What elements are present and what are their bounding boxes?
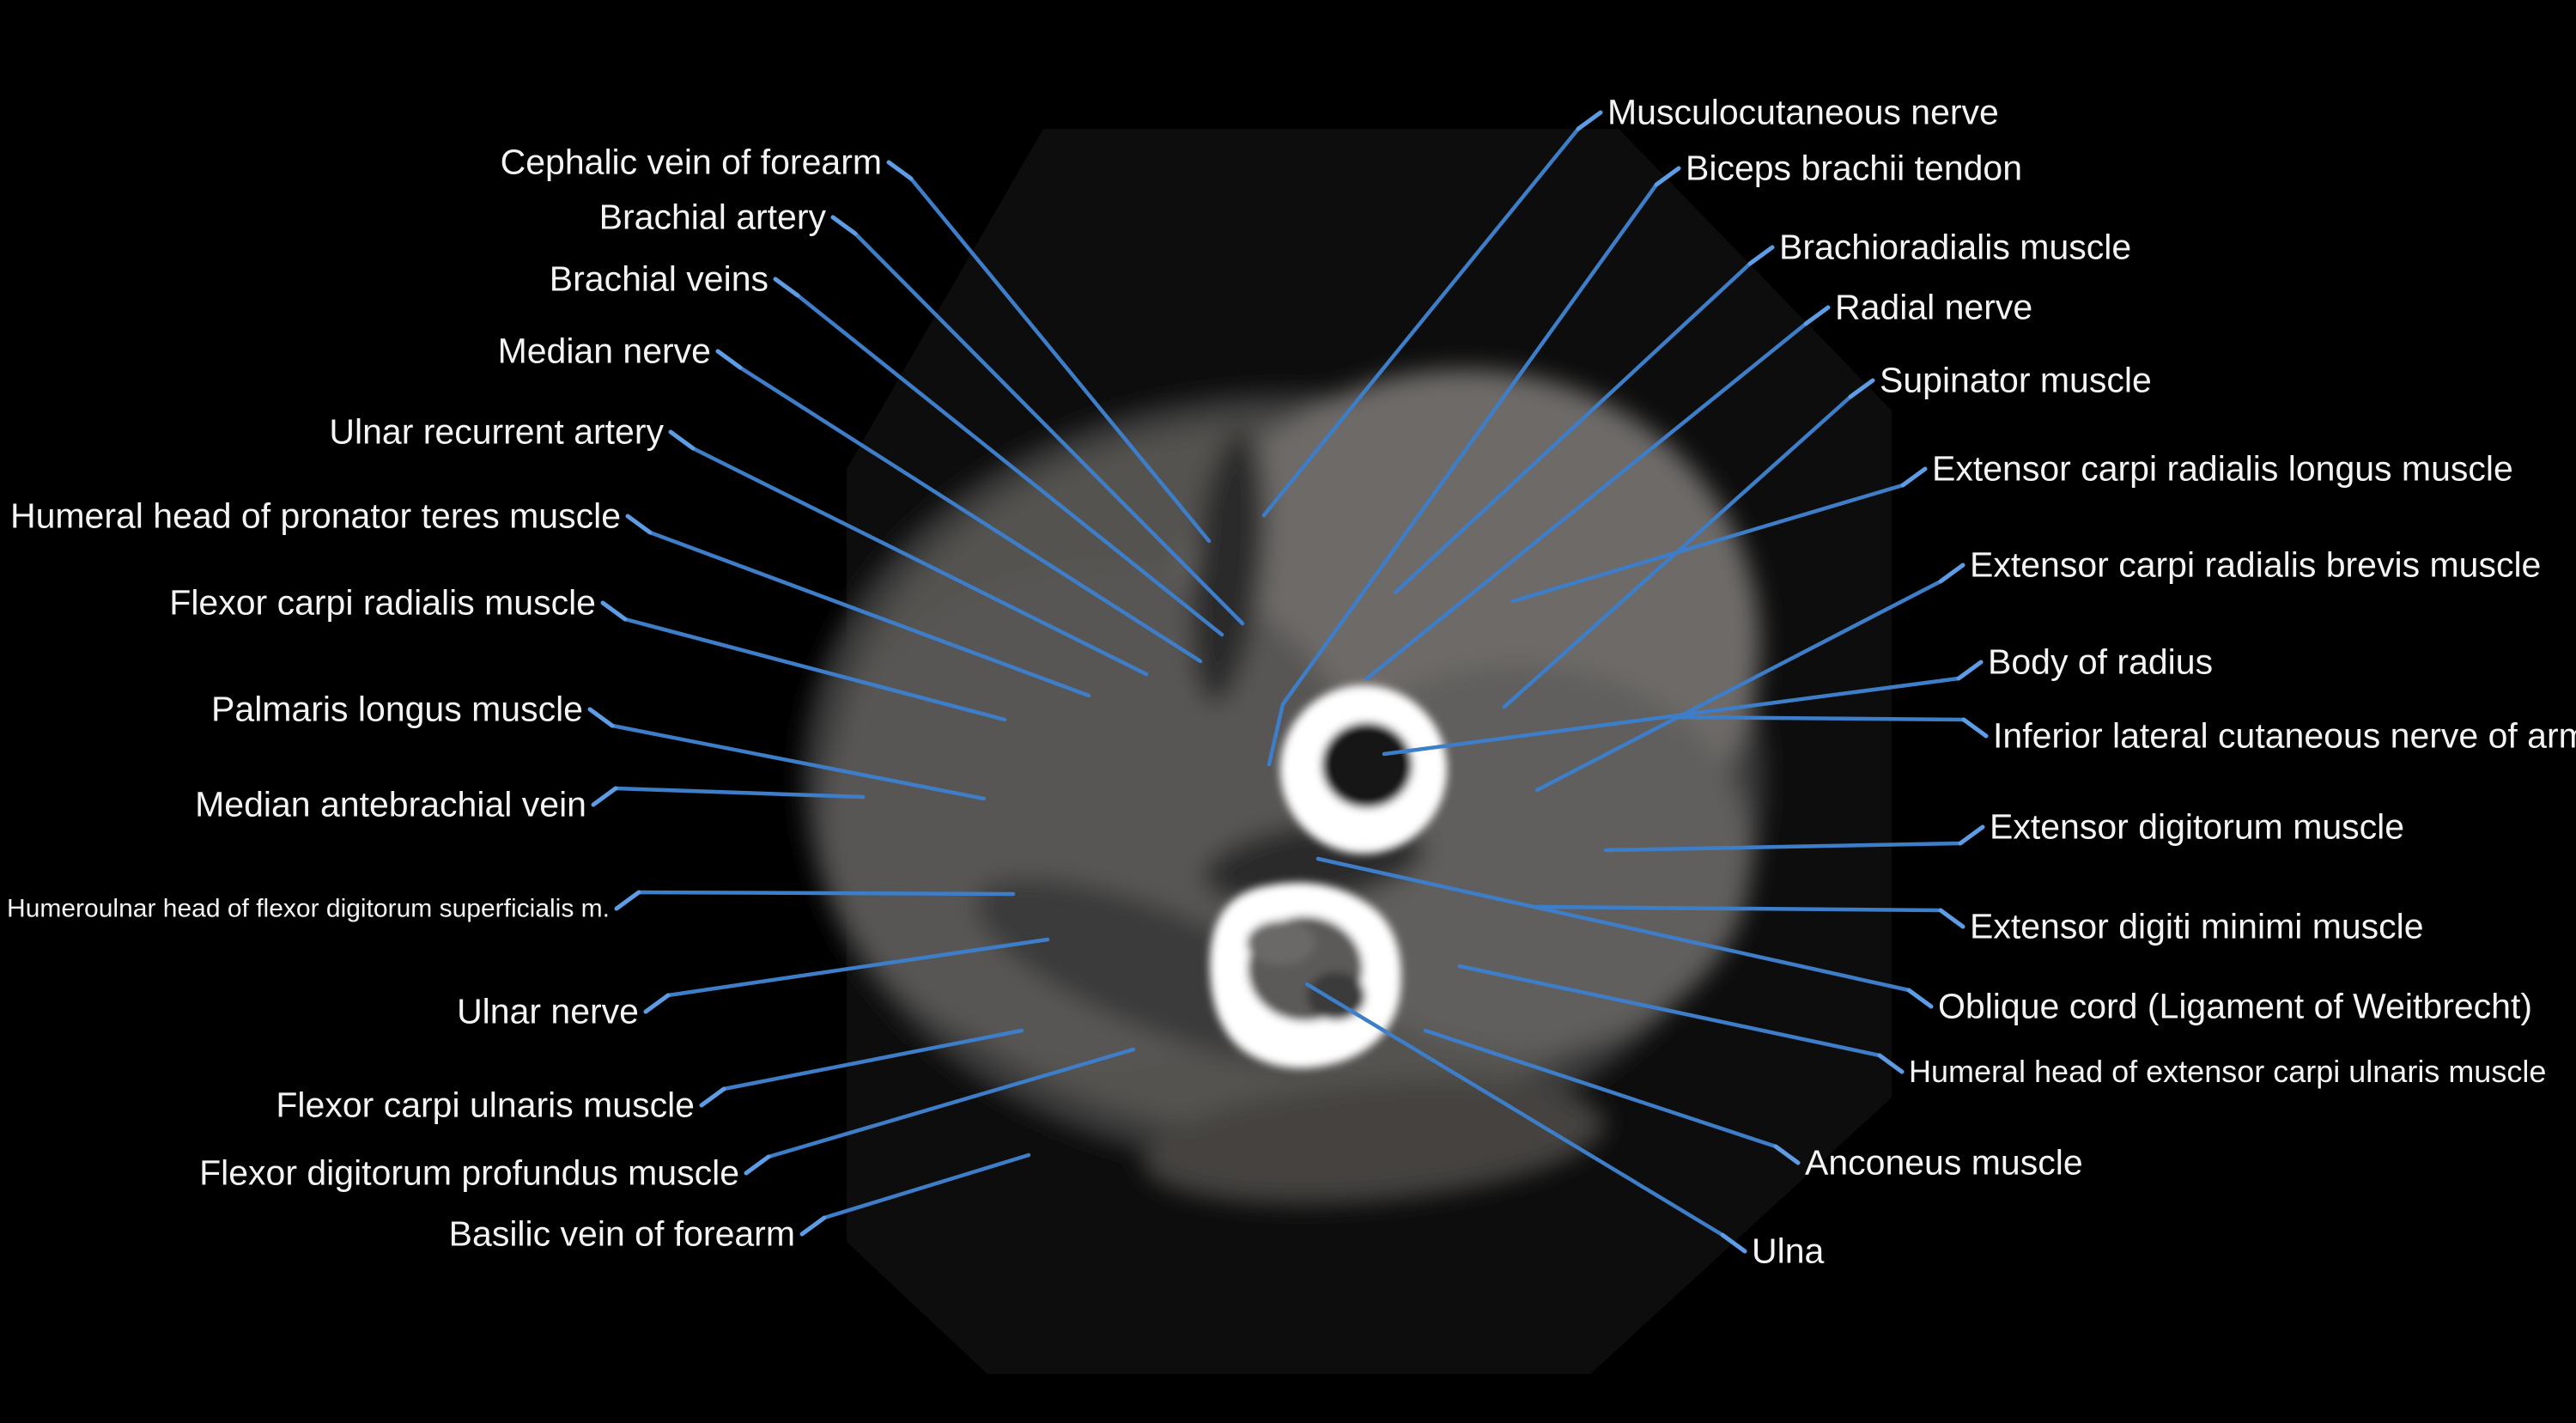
leader-tick [773,277,800,298]
leader-tick [744,1154,771,1176]
label-anconeus-muscle: Anconeus muscle [1805,1142,2083,1183]
leader-tick [1654,166,1681,187]
leader-tick [1900,466,1928,488]
label-cephalic-vein-of-forearm: Cephalic vein of forearm [500,142,882,182]
label-flexor-carpi-ulnaris-muscle: Flexor carpi ulnaris muscle [276,1085,695,1125]
leader-tick [614,890,641,911]
label-brachioradialis-muscle: Brachioradialis muscle [1779,227,2132,267]
label-supinator-muscle: Supinator muscle [1880,360,2152,400]
ulna-marrow-light-patch [1247,921,1315,965]
leader-tick [1938,563,1965,584]
leader-tick [591,786,618,807]
label-flexor-carpi-radialis-muscle: Flexor carpi radialis muscle [169,582,596,623]
leader-tick [1938,908,1965,929]
label-extensor-digitorum-muscle: Extensor digitorum muscle [1990,806,2405,847]
label-extensor-carpi-radialis-longus-muscle: Extensor carpi radialis longus muscle [1932,448,2513,489]
label-inferior-lateral-cutaneous-nerve-of-arm: Inferior lateral cutaneous nerve of arm [1993,715,2576,756]
label-median-antebrachial-vein: Median antebrachial vein [195,784,586,824]
label-ulnar-nerve: Ulnar nerve [457,991,639,1031]
leader-tick [643,993,671,1014]
leader-tick [587,707,615,728]
leader-tick [699,1086,726,1108]
label-musculocutaneous-nerve: Musculocutaneous nerve [1607,92,1999,132]
radius-bone-marrow [1321,722,1413,808]
label-radial-nerve: Radial nerve [1835,287,2033,327]
bones [1209,685,1447,1068]
label-palmaris-longus-muscle: Palmaris longus muscle [211,689,583,729]
label-flexor-digitorum-profundus-muscle: Flexor digitorum profundus muscle [199,1152,739,1193]
leader-tick [1956,660,1984,681]
leader-tick [1877,1053,1905,1074]
leader-tick [1961,717,1989,739]
leader-tick [1848,378,1875,399]
label-humeroulnar-head-of-flexor-digitorum-superficialis-m: Humeroulnar head of flexor digitorum sup… [7,894,610,923]
leader-tick [1720,1232,1747,1254]
label-ulna: Ulna [1752,1231,1825,1271]
label-brachial-veins: Brachial veins [549,258,769,299]
leader-lines [587,110,1989,1254]
label-extensor-carpi-radialis-brevis-muscle: Extensor carpi radialis brevis muscle [1970,544,2542,585]
leader-tick [600,600,628,622]
leader-tick [830,215,858,236]
label-oblique-cord-ligament-of-weitbrecht: Oblique cord (Ligament of Weitbrecht) [1938,986,2533,1026]
label-basilic-vein-of-forearm: Basilic vein of forearm [448,1213,795,1254]
leader-tick [1576,110,1603,131]
label-biceps-brachii-tendon: Biceps brachii tendon [1686,148,2023,188]
leader-tick [1958,824,1985,846]
label-extensor-digiti-minimi-muscle: Extensor digiti minimi muscle [1970,906,2424,946]
label-ulnar-recurrent-artery: Ulnar recurrent artery [329,411,664,452]
leader-tick [715,349,743,370]
leader-tick [1803,305,1831,326]
label-humeral-head-of-pronator-teres-muscle: Humeral head of pronator teres muscle [9,496,621,536]
label-humeral-head-of-extensor-carpi-ulnaris-muscle: Humeral head of extensor carpi ulnaris m… [1909,1054,2547,1090]
label-median-nerve: Median nerve [497,331,711,371]
leader-tick [1773,1144,1801,1165]
leader-tick [1747,245,1775,266]
leader-tick [625,514,653,535]
ulna-marrow-dark-patch [1307,972,1365,1020]
leader-tick [799,1215,827,1237]
label-body-of-radius: Body of radius [1988,642,2214,682]
leader-tick [886,160,914,181]
leader-tick [668,429,696,451]
leader-tick [1906,988,1934,1009]
label-brachial-artery: Brachial artery [598,197,826,237]
